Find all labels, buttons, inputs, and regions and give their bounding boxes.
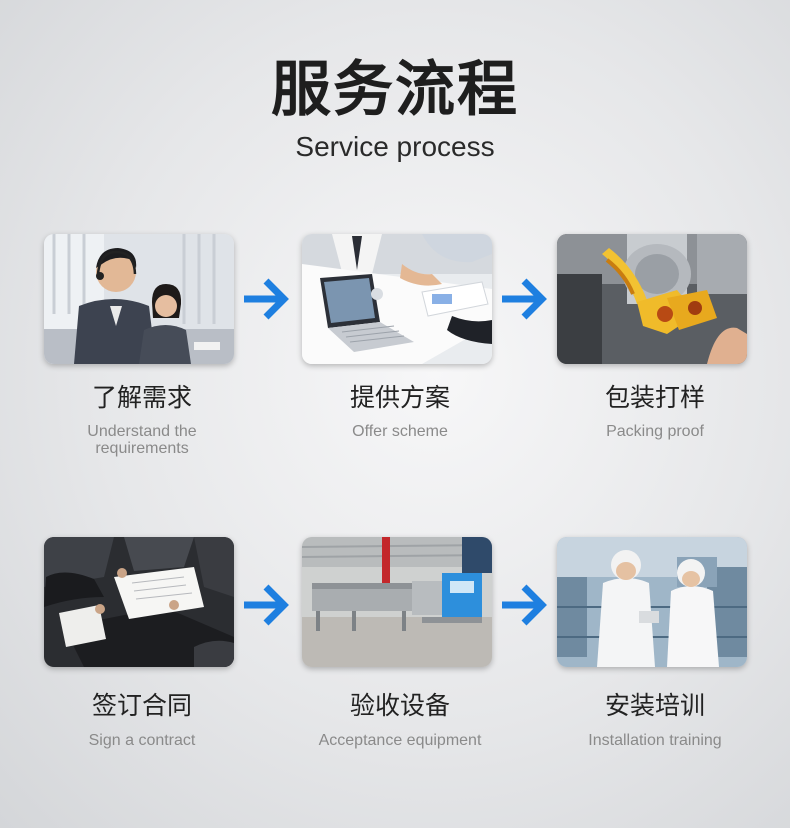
step-2-title: 提供方案 bbox=[349, 383, 450, 412]
step-6-title: 安装培训 bbox=[604, 691, 705, 720]
arrow-right-icon bbox=[502, 278, 547, 320]
step-1-title: 了解需求 bbox=[91, 383, 192, 412]
step-2-image bbox=[302, 234, 492, 364]
step-1-image bbox=[44, 234, 234, 364]
step-3-image bbox=[557, 234, 747, 364]
page-subtitle: Service process bbox=[295, 131, 495, 162]
arrow-right-icon bbox=[502, 584, 547, 626]
step-4-image bbox=[44, 537, 234, 667]
step-6-subtitle: Installation training bbox=[588, 732, 722, 749]
step-5-image bbox=[302, 537, 492, 667]
step-2-subtitle: Offer scheme bbox=[352, 423, 448, 440]
step-6-image bbox=[557, 537, 747, 667]
step-1-subtitle: Understand the requirements bbox=[87, 423, 197, 457]
step-3-subtitle: Packing proof bbox=[606, 423, 704, 440]
step-3-title: 包装打样 bbox=[604, 383, 705, 412]
step-4-title: 签订合同 bbox=[91, 691, 192, 720]
arrow-right-icon bbox=[244, 278, 289, 320]
step-4-subtitle: Sign a contract bbox=[88, 732, 196, 749]
step-5-subtitle: Acceptance equipment bbox=[318, 732, 482, 749]
arrow-right-icon bbox=[244, 584, 289, 626]
step-5-title: 验收设备 bbox=[349, 691, 450, 720]
page-title: 服务流程 bbox=[271, 55, 519, 125]
